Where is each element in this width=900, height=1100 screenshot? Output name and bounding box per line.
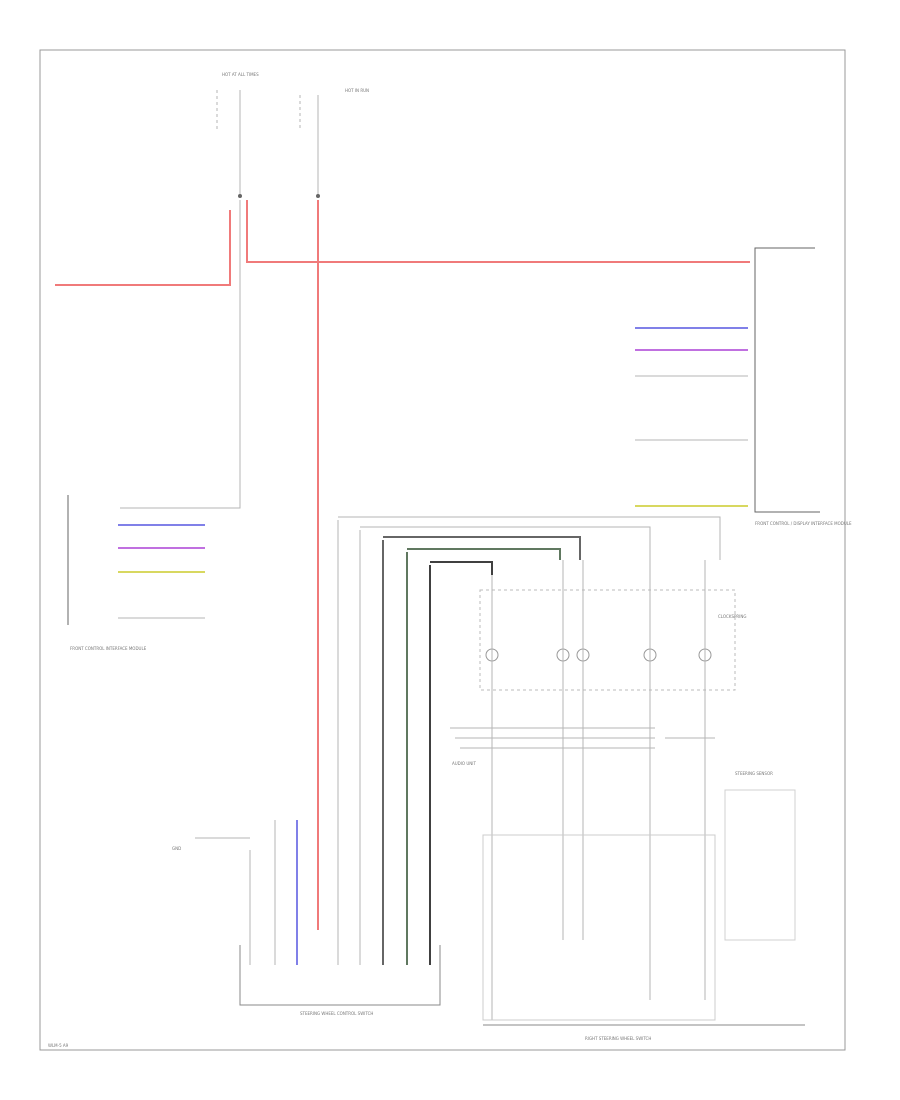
harness-vertical xyxy=(337,516,721,965)
sensor-unit-label: STEERING SENSOR xyxy=(735,771,773,776)
page-id: WLM-5 A9 xyxy=(48,1043,69,1048)
right-module-label: FRONT CONTROL / DISPLAY INTERFACE MODULE xyxy=(755,521,852,526)
left-module-label: FRONT CONTROL INTERFACE MODULE xyxy=(70,646,147,651)
fuse-label: HOT AT ALL TIMES xyxy=(222,72,259,77)
fuse-feed-top: HOT AT ALL TIMES HOT IN RUN xyxy=(216,72,369,198)
power-wire-bus xyxy=(55,200,750,930)
left-connector: STEERING WHEEL CONTROL SWITCH GND xyxy=(172,820,441,1016)
left-module: FRONT CONTROL INTERFACE MODULE xyxy=(67,495,205,651)
steering-switch-label: RIGHT STEERING WHEEL SWITCH xyxy=(585,1036,651,1041)
fuse-label-2: HOT IN RUN xyxy=(345,88,369,93)
left-connector-label: STEERING WHEEL CONTROL SWITCH xyxy=(300,1011,373,1016)
right-module: FRONT CONTROL / DISPLAY INTERFACE MODULE xyxy=(635,247,852,526)
fuse-connector-dot xyxy=(316,194,320,198)
ground-label: GND xyxy=(172,846,181,851)
steering-switch: RIGHT STEERING WHEEL SWITCH AUDIO UNIT S… xyxy=(450,727,805,1041)
fuse-connector-dot xyxy=(238,194,242,198)
clockspring: CLOCKSPRING xyxy=(479,560,746,1020)
page-frame xyxy=(39,49,846,1051)
clockspring-label: CLOCKSPRING xyxy=(718,614,746,619)
audio-unit-label: AUDIO UNIT xyxy=(452,761,476,766)
